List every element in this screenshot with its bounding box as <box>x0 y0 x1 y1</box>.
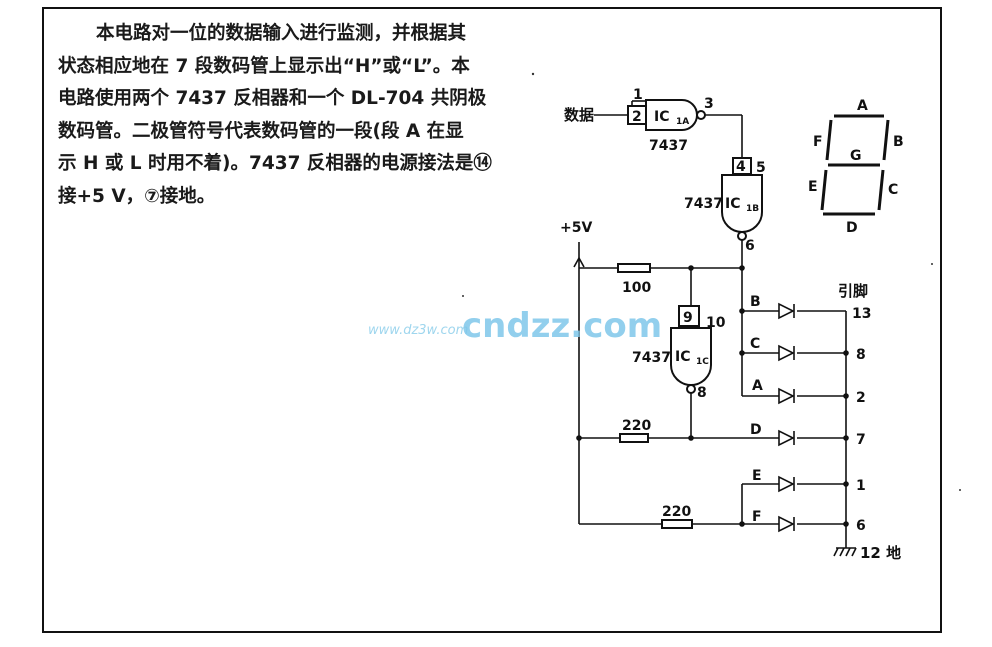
segment-label-e: E <box>752 468 762 484</box>
diode-c <box>778 344 795 362</box>
resistor-100 <box>617 263 651 273</box>
resistor-220-a-label: 220 <box>622 418 651 434</box>
wiring <box>573 242 857 557</box>
seg-ref-c: C <box>888 182 898 198</box>
description-line: 数码管。二极管符号代表数码管的一段(段 A 在显 <box>58 120 464 142</box>
ic1a-name-sub: 1A <box>676 117 689 127</box>
diagram-frame <box>42 7 942 633</box>
description-line: 电路使用两个 7437 反相器和一个 DL-704 共阴极 <box>58 88 487 109</box>
pin-1: 1 <box>856 478 866 494</box>
ic1a-pin-a: 1 <box>633 87 643 103</box>
description-line: 本电路对一位的数据输入进行监测，并根据其 <box>96 23 467 44</box>
pin-2: 2 <box>856 390 866 406</box>
seg-ref-d: D <box>846 220 858 236</box>
pin-13: 13 <box>852 306 871 322</box>
seg-ref-f: F <box>813 134 823 150</box>
description-line: 状态相应地在 7 段数码管上显示出“H”或“L”。本 <box>58 55 470 77</box>
diode-e <box>778 475 795 493</box>
scan-speck <box>531 72 535 76</box>
ic1a-pin-out: 3 <box>704 96 714 112</box>
ic1c-pin-out: 8 <box>697 385 707 401</box>
ic1b-name: IC <box>725 196 740 212</box>
pin-8: 8 <box>856 347 866 363</box>
seg-ref-e: E <box>808 179 818 195</box>
resistor-100-label: 100 <box>622 280 651 296</box>
ic1c-name-sub: 1C <box>696 357 709 367</box>
description-line: 接+5 V，⑦接地。 <box>58 185 216 207</box>
watermark-small: www.dz3w.com <box>368 323 468 338</box>
segment-label-c: C <box>750 336 760 352</box>
resistor-220-b <box>661 519 693 529</box>
segment-label-f: F <box>752 509 762 525</box>
gate-ic1c <box>670 305 712 394</box>
ic1b-name-sub: 1B <box>746 204 759 214</box>
diode-a <box>778 387 795 405</box>
pin-6: 6 <box>856 518 866 534</box>
ic1c-pin-b: 10 <box>706 315 726 331</box>
gate-ic1b <box>721 157 763 268</box>
seg-ref-g: G <box>850 148 862 164</box>
pin-7: 7 <box>856 432 866 448</box>
gate-ic1a <box>594 99 743 158</box>
diode-f <box>778 515 795 533</box>
resistor-220-b-label: 220 <box>662 504 691 520</box>
scan-speck <box>931 263 933 265</box>
diode-d <box>778 429 795 447</box>
diode-b <box>778 302 795 320</box>
watermark-large: cndzz.com <box>462 306 662 346</box>
data-input-label: 数据 <box>564 106 594 124</box>
ic1a-name: IC <box>654 109 669 125</box>
ic1c-name: IC <box>675 349 690 365</box>
scan-speck <box>462 295 464 297</box>
pins-header: 引脚 <box>838 282 868 300</box>
ground-label: 12 地 <box>860 544 901 562</box>
description-text: 本电路对一位的数据输入进行监测，并根据其 状态相应地在 7 段数码管上显示出“H… <box>58 18 528 213</box>
ic1a-type: 7437 <box>649 138 688 154</box>
ic1b-pin-b: 5 <box>756 160 766 176</box>
seg-ref-b: B <box>893 134 904 150</box>
supply-label: +5V <box>560 220 592 236</box>
segment-label-a: A <box>752 378 763 394</box>
ic1b-type: 7437 <box>684 196 723 212</box>
ic1b-pin-out: 6 <box>745 238 755 254</box>
scan-speck <box>959 489 961 491</box>
description-line: 示 H 或 L 时用不着)。7437 反相器的电源接法是⑭ <box>58 153 492 174</box>
ic1b-pin-a: 4 <box>736 159 746 175</box>
ic1c-type: 7437 <box>632 350 671 366</box>
seven-segment-diagram <box>820 114 890 216</box>
segment-label-d: D <box>750 422 762 438</box>
ic1a-pin-b: 2 <box>632 109 642 125</box>
seg-ref-a: A <box>857 98 868 114</box>
segment-label-b: B <box>750 294 761 310</box>
resistor-220-a <box>619 433 649 443</box>
ic1c-pin-a: 9 <box>683 310 693 326</box>
